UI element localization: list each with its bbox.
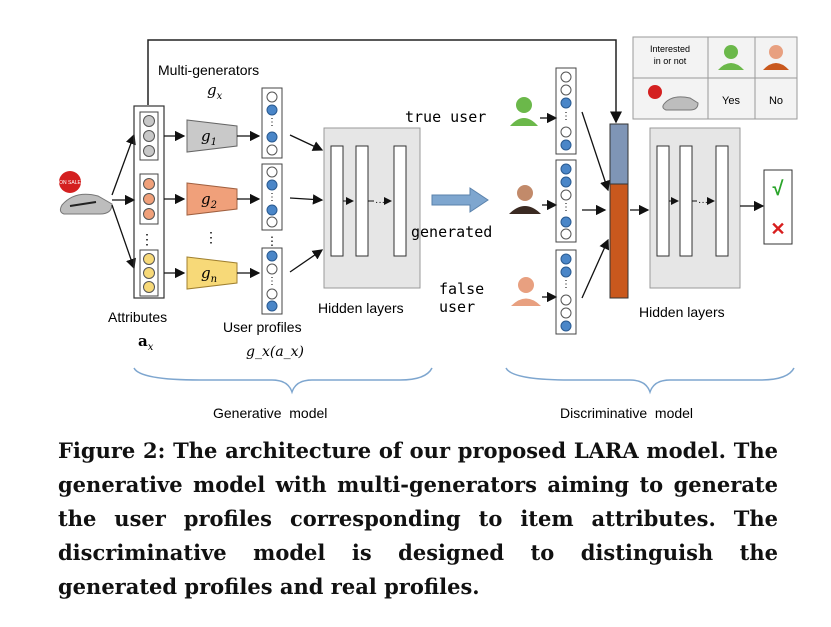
- discriminative-model-label: Discriminative model: [560, 405, 693, 420]
- output-box: √ ✕: [763, 169, 793, 245]
- attributes-label: Attributes: [108, 309, 167, 325]
- false-user-avatar: [511, 277, 541, 306]
- svg-text:in or not: in or not: [654, 56, 687, 66]
- disc-vector-generated: ⋮: [555, 159, 577, 243]
- generator-2: g2: [186, 182, 238, 216]
- profile-ellipsis: ⋮: [266, 234, 278, 248]
- attribute-group-1: [139, 111, 159, 161]
- feedback-line: [147, 39, 622, 124]
- svg-text:⋮: ⋮: [267, 117, 277, 128]
- disc-vector-true: ⋮: [555, 67, 577, 155]
- attribute-group-2: [139, 173, 159, 225]
- svg-text:⋮: ⋮: [267, 276, 277, 287]
- figure-caption: Figure 2: The architecture of our propos…: [58, 438, 778, 599]
- transfer-arrow: [431, 187, 489, 213]
- disc-concat-bar: [609, 123, 629, 299]
- user-profiles-label: User profiles: [223, 319, 302, 335]
- profile-vector-1: ⋮: [261, 87, 283, 159]
- generator-n: gn: [186, 256, 238, 290]
- user-profiles-formula: g_x(a_x): [246, 344, 304, 360]
- discriminative-model-brace: [505, 367, 795, 395]
- svg-text:⋮: ⋮: [267, 192, 277, 203]
- gx-label: gx: [207, 81, 223, 102]
- profile-to-hidden-arrows: [289, 134, 324, 273]
- generated-label: generated: [411, 223, 492, 241]
- false-user-label-line2: user: [439, 298, 475, 316]
- true-user-avatar: [510, 97, 538, 126]
- profile-vector-2: ⋮: [261, 163, 283, 231]
- item-image: ON SALE: [59, 171, 113, 215]
- vector-to-concat-arrows: [581, 111, 611, 299]
- check-icon: √: [773, 178, 785, 200]
- attribute-group-n: [139, 249, 159, 297]
- svg-text:g2: g2: [201, 190, 217, 211]
- hidden-layers-left-label: Hidden layers: [318, 300, 404, 316]
- generative-model-brace: [133, 367, 433, 395]
- attributes-box: [133, 105, 165, 299]
- generator-ellipsis: ⋮: [204, 229, 218, 245]
- false-user-label-line1: false: [439, 280, 484, 298]
- attribute-ellipsis: ⋮: [140, 231, 154, 247]
- attributes-symbol: ax: [138, 332, 154, 353]
- hidden-layers-left: ···: [323, 127, 421, 289]
- svg-text:ON SALE: ON SALE: [59, 180, 81, 186]
- svg-text:Interested: Interested: [650, 44, 690, 54]
- generator-1: g1: [186, 119, 238, 153]
- svg-text:g1: g1: [201, 127, 217, 148]
- svg-text:No: No: [769, 95, 783, 107]
- hidden-layers-right-label: Hidden layers: [639, 304, 725, 320]
- hidden-layers-right: ···: [649, 127, 741, 289]
- generator-to-profile-arrows: [237, 130, 261, 279]
- svg-text:Yes: Yes: [722, 95, 740, 107]
- true-user-label: true user: [405, 108, 486, 126]
- svg-text:⋮: ⋮: [561, 202, 571, 213]
- profile-vector-n: ⋮: [261, 247, 283, 315]
- generated-user-avatar: [509, 185, 541, 214]
- architecture-figure: ON SALE ⋮ Multi-generators gx: [59, 36, 798, 420]
- cross-icon: ✕: [770, 219, 785, 239]
- generative-model-label: Generative model: [213, 405, 327, 420]
- item-to-attribute-arrows: [111, 133, 136, 270]
- svg-text:···: ···: [698, 197, 708, 208]
- avatar-to-vector-arrows: [540, 112, 558, 303]
- svg-text:···: ···: [375, 197, 385, 208]
- svg-text:⋮: ⋮: [561, 111, 571, 122]
- attribute-to-generator-arrows: [164, 130, 186, 279]
- svg-text:gn: gn: [201, 264, 217, 285]
- multi-generators-label: Multi-generators: [158, 62, 259, 78]
- disc-vector-false: ⋮: [555, 249, 577, 335]
- svg-text:⋮: ⋮: [561, 279, 571, 290]
- interest-table: Interested in or not Yes No: [632, 36, 798, 120]
